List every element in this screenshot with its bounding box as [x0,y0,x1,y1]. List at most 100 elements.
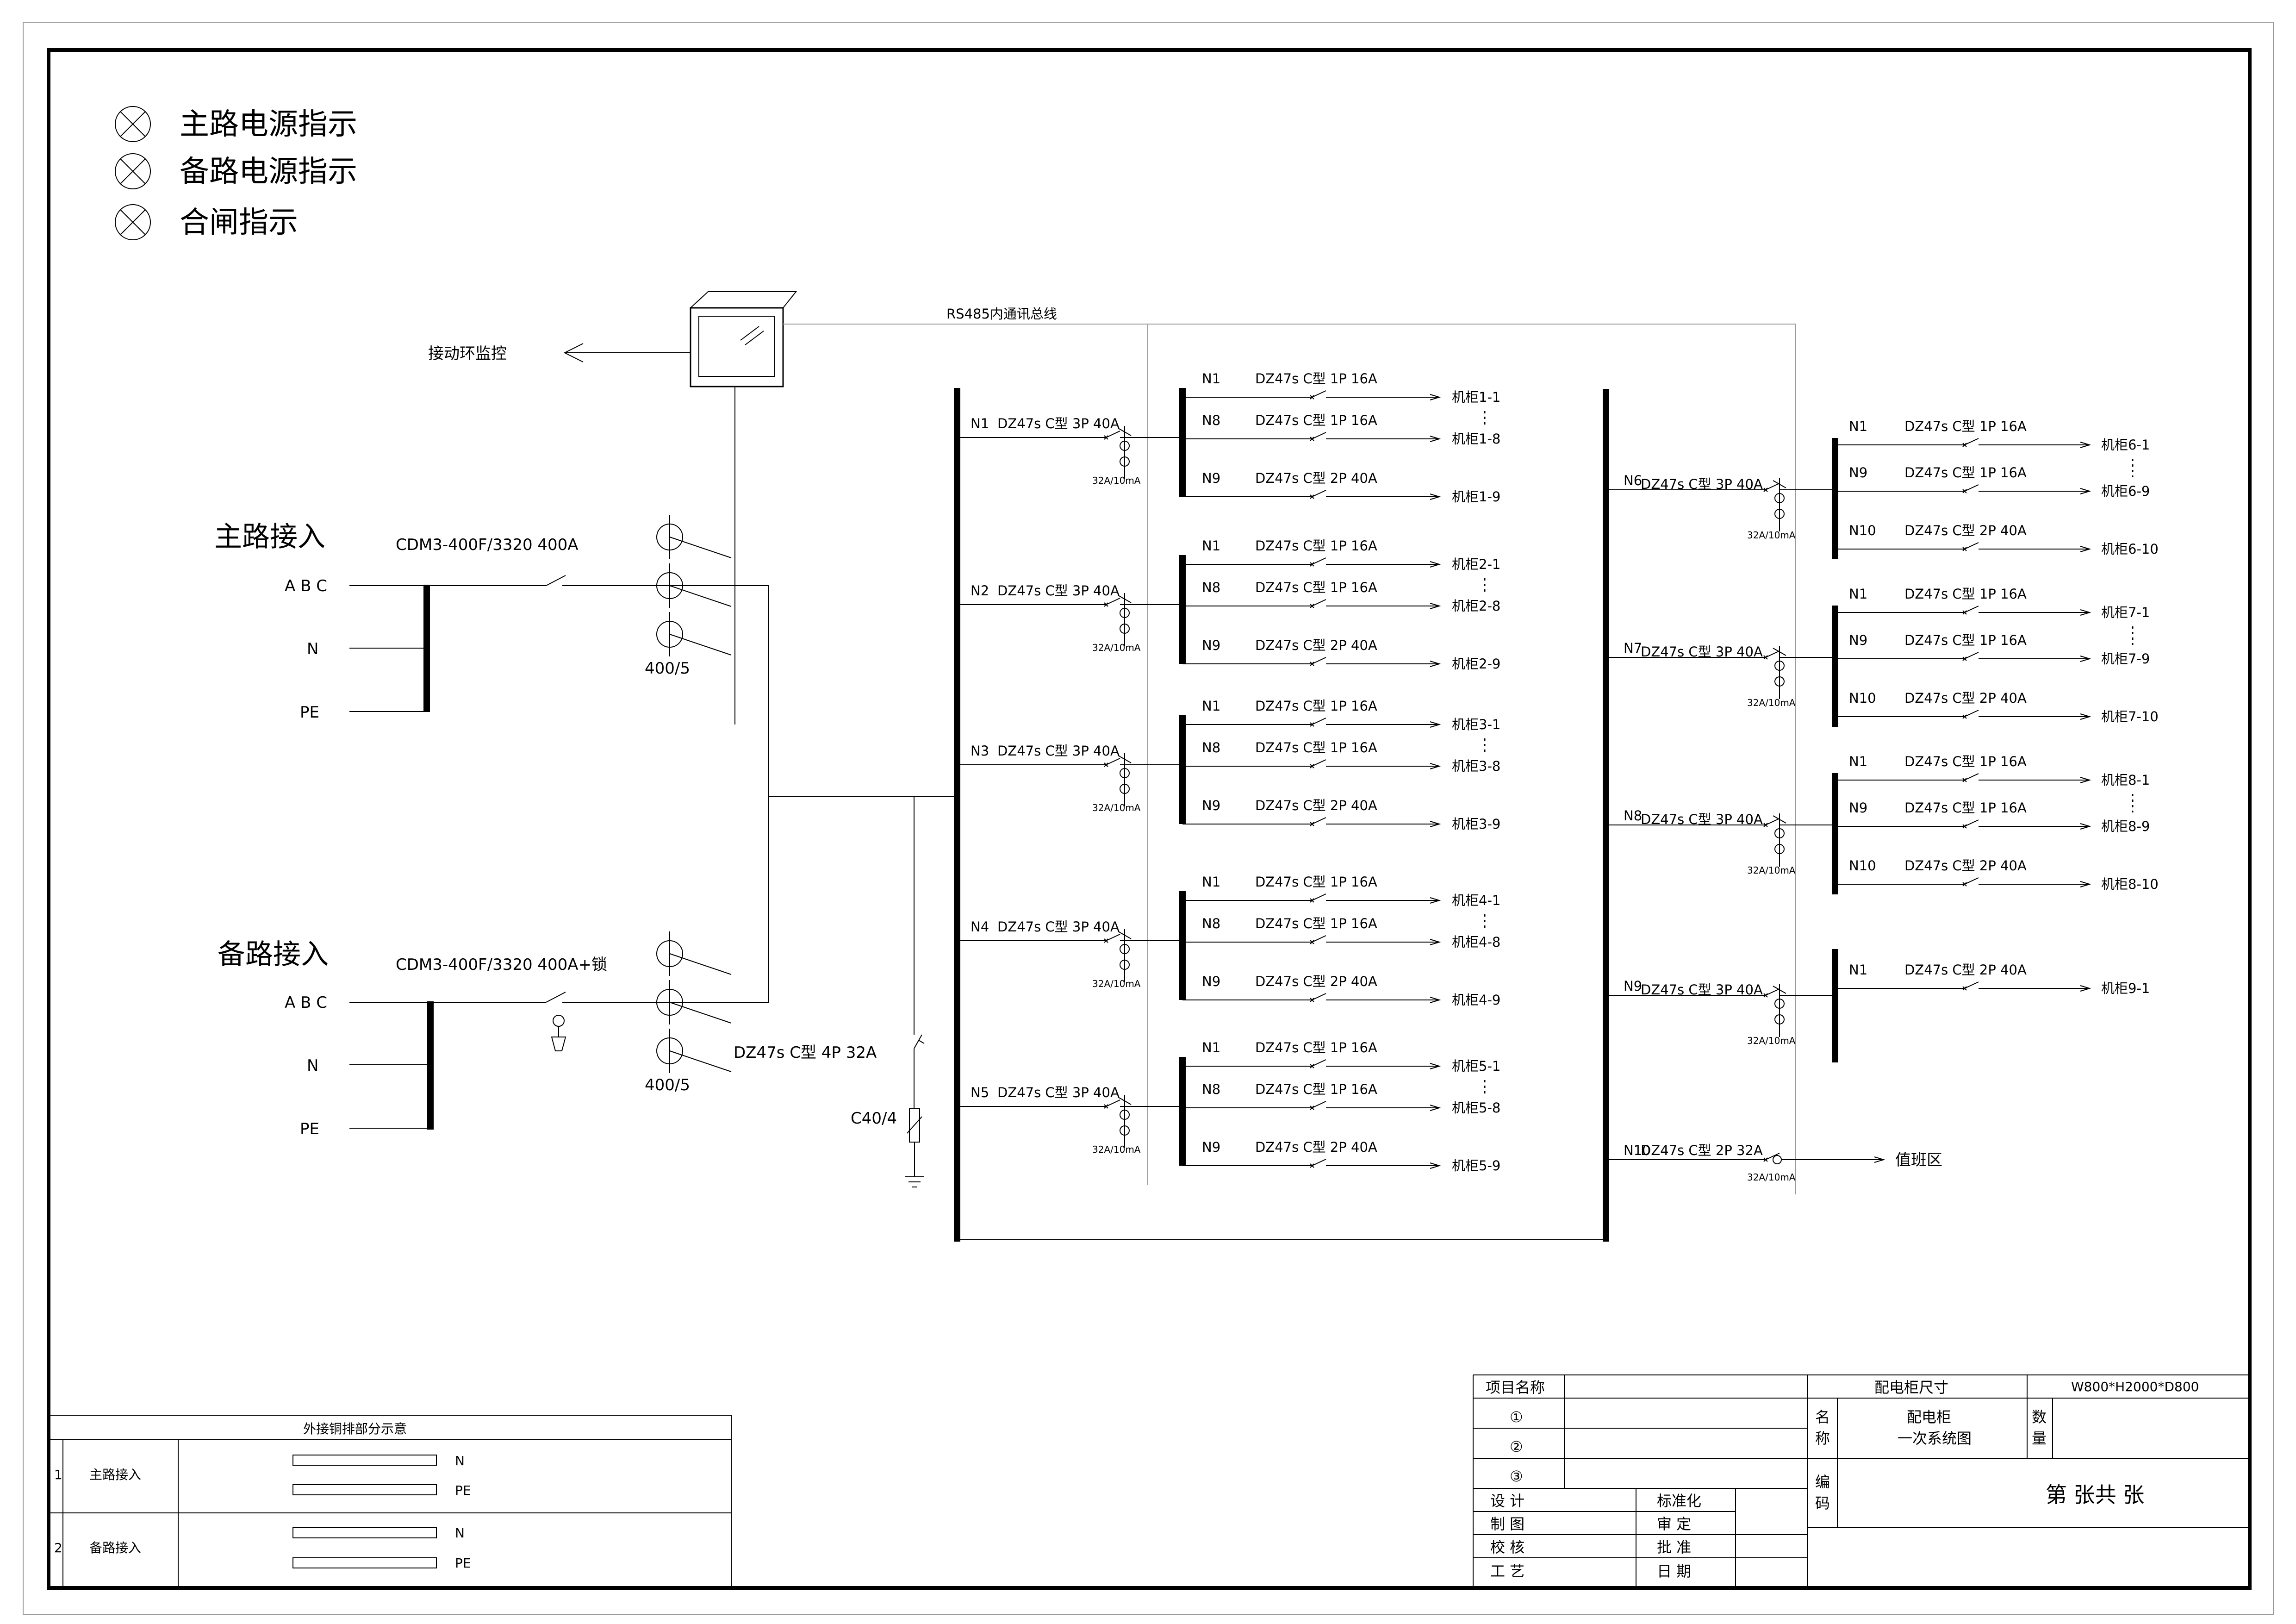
legend-item: 主路电源指示 [115,106,357,142]
copper-row-1-name: 主路接入 [89,1467,141,1482]
legend-label: 备路电源指示 [180,155,357,189]
feeder-id: N1 [971,416,989,431]
current-transformer-icon [656,563,732,608]
feeder-spec: DZ47s C型 3P 40A [997,583,1120,599]
role-design: 设 计 [1490,1492,1524,1510]
copper-row-2-name: 备路接入 [89,1540,141,1555]
branch-id: N9 [1849,465,1867,481]
branch-spec: DZ47s C型 1P 16A [1904,586,2027,602]
cabinet-label: 机柜5-8 [1452,1100,1500,1116]
indicator-lamp-icon [115,153,151,189]
rcd-label: 32A/10mA [1747,530,1796,541]
drawing-border [47,48,2252,1590]
copper-table-title: 外接铜排部分示意 [303,1421,407,1437]
cabinet-label: 机柜6-10 [2101,541,2159,557]
ground-icon [905,1142,924,1187]
main-ct-label: 400/5 [645,659,690,678]
branch-spec: DZ47s C型 2P 40A [1255,974,1377,989]
main-ct-group [656,515,732,656]
cabinet-label: 机柜8-9 [2101,818,2150,834]
branch-spec: DZ47s C型 2P 40A [1255,798,1377,813]
cabinet-label: 机柜1-9 [1452,489,1500,505]
branch-id: N9 [1849,632,1867,648]
cabinet-label: 机柜8-10 [2101,876,2159,892]
backup-phase-n: N [307,1056,318,1075]
spd-arrester-label: C40/4 [851,1109,897,1128]
branch-id: N1 [1202,538,1220,554]
feeder-spec: DZ47s C型 3P 40A [997,416,1120,431]
main-phase-pe: PE [300,703,319,722]
project-name-label: 项目名称 [1486,1379,1545,1396]
branch-spec: DZ47s C型 1P 16A [1255,371,1377,387]
branch-circuit: N9 DZ47s C型 2P 40A 机柜4-9 [1182,974,1500,1008]
feeder-id: N4 [971,919,989,935]
main-input: 主路接入 CDM3-400F/3320 400A A B C N PE 400/… [214,521,769,796]
interlock-lock-icon [551,1015,566,1051]
branch-spec: DZ47s C型 1P 16A [1255,538,1377,554]
backup-input: 备路接入 CDM3-400F/3320 400A+锁 A B C N PE 40… [218,796,769,1138]
legend-label: 主路电源指示 [180,107,357,142]
current-transformer-icon [656,515,732,559]
indicator-lamp-icon [115,106,151,142]
touch-screen-icon [690,291,797,387]
branch-spec: DZ47s C型 1P 16A [1904,800,2027,816]
duty-area-label: 值班区 [1895,1151,1942,1169]
cabinet-label: 机柜6-1 [2101,437,2150,453]
monitor-label: 接动环监控 [428,344,507,363]
main-input-title: 主路接入 [214,521,325,553]
branch-spec: DZ47s C型 1P 16A [1904,418,2027,434]
qty-label-1: 数 [2032,1408,2047,1426]
branch-spec: DZ47s C型 1P 16A [1904,465,2027,481]
cabinet-label: 机柜4-9 [1452,992,1500,1008]
cabinet-label: 机柜7-10 [2101,709,2159,725]
branch-spec: DZ47s C型 1P 16A [1255,698,1377,714]
branch-id: N9 [1202,974,1220,989]
current-transformer-icon [656,1029,732,1073]
backup-ct-label: 400/5 [645,1076,690,1094]
item-1: ① [1510,1408,1523,1426]
copper-row-2-bar-pe: PE [455,1555,471,1571]
legend-item: 合闸指示 [115,204,298,240]
rs485-bus-label: RS485内通讯总线 [946,306,1057,322]
branch-id: N9 [1202,798,1220,813]
current-transformer-icon [656,612,732,656]
cabinet-label: 机柜6-9 [2101,483,2150,499]
branch-spec: DZ47s C型 2P 40A [1255,1139,1377,1155]
sheet-number: 第 张共 张 [2046,1482,2144,1507]
branch-id: N8 [1202,740,1220,756]
branch-spec: DZ47s C型 2P 40A [1904,962,2027,978]
copper-row-2-no: 2 [54,1540,62,1555]
copper-busbar-table: 外接铜排部分示意 1 主路接入 N PE 2 备路接入 N PE [50,1415,732,1588]
branch-spec: DZ47s C型 1P 16A [1255,874,1377,890]
branch-spec: DZ47s C型 1P 16A [1904,632,2027,648]
branch-id: N1 [1849,962,1867,978]
main-phase-n: N [307,640,318,658]
rcd-label: 32A/10mA [1092,642,1141,653]
cabinet-size-label: 配电柜尺寸 [1874,1379,1948,1396]
branch-spec: DZ47s C型 1P 16A [1255,412,1377,428]
cabinet-label: 机柜1-1 [1452,389,1500,405]
feeder-id: N2 [971,583,989,599]
spd-breaker-label: DZ47s C型 4P 32A [734,1043,877,1062]
branch-id: N9 [1202,637,1220,653]
feeder-spec: DZ47s C型 3P 40A [1641,812,1763,827]
branch-id: N9 [1849,800,1867,816]
